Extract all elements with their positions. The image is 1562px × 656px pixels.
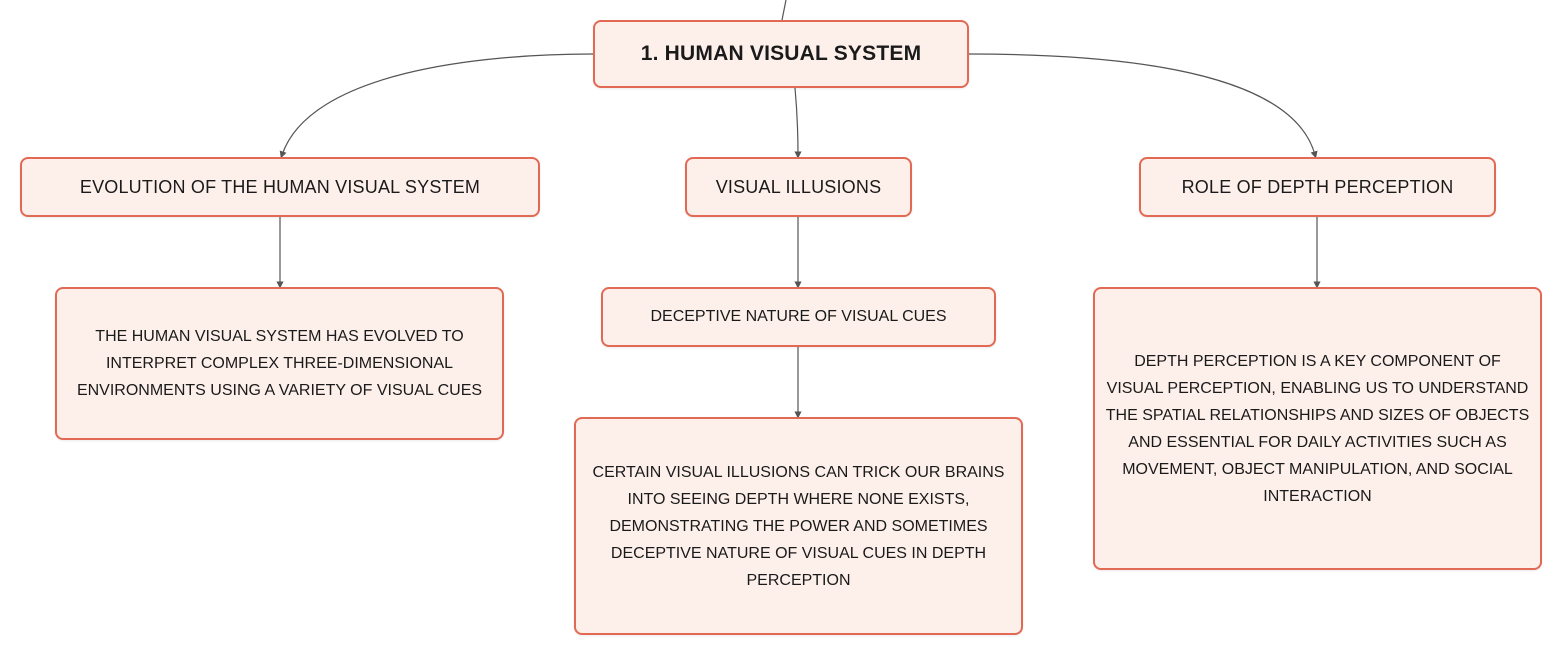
root-node-label: 1. HUMAN VISUAL SYSTEM: [640, 42, 922, 65]
deceptive-nature-label: DECEPTIVE NATURE OF VISUAL CUES: [650, 308, 947, 325]
branch-node-evolution-label: EVOLUTION OF THE HUMAN VISUAL SYSTEM: [79, 176, 481, 197]
illusions-description-text: CERTAIN VISUAL ILLUSIONS CAN TRICK OUR B…: [592, 463, 1005, 589]
connector-root-illusions: [794, 87, 802, 159]
branch-node-visual-illusions[interactable]: VISUAL ILLUSIONS: [685, 157, 912, 217]
root-node[interactable]: 1. HUMAN VISUAL SYSTEM: [593, 20, 969, 88]
evolution-description-node[interactable]: THE HUMAN VISUAL SYSTEM HAS EVOLVED TO I…: [55, 287, 504, 440]
deceptive-nature-node[interactable]: DECEPTIVE NATURE OF VISUAL CUES: [601, 287, 996, 347]
evolution-description-text: THE HUMAN VISUAL SYSTEM HAS EVOLVED TO I…: [76, 328, 483, 399]
depth-description-node[interactable]: DEPTH PERCEPTION IS A KEY COMPONENT OF V…: [1093, 287, 1542, 570]
branch-node-evolution[interactable]: EVOLUTION OF THE HUMAN VISUAL SYSTEM: [20, 157, 540, 217]
branch-node-depth-perception[interactable]: ROLE OF DEPTH PERCEPTION: [1139, 157, 1496, 217]
connector-root-evolution: [279, 53, 594, 159]
depth-description-text: DEPTH PERCEPTION IS A KEY COMPONENT OF V…: [1105, 352, 1530, 505]
illusions-description-node[interactable]: CERTAIN VISUAL ILLUSIONS CAN TRICK OUR B…: [574, 417, 1023, 635]
branch-node-visual-illusions-label: VISUAL ILLUSIONS: [715, 176, 882, 197]
connector-incoming-root: [781, 0, 787, 21]
connector-root-depth: [968, 53, 1318, 159]
branch-node-depth-perception-label: ROLE OF DEPTH PERCEPTION: [1181, 176, 1454, 197]
